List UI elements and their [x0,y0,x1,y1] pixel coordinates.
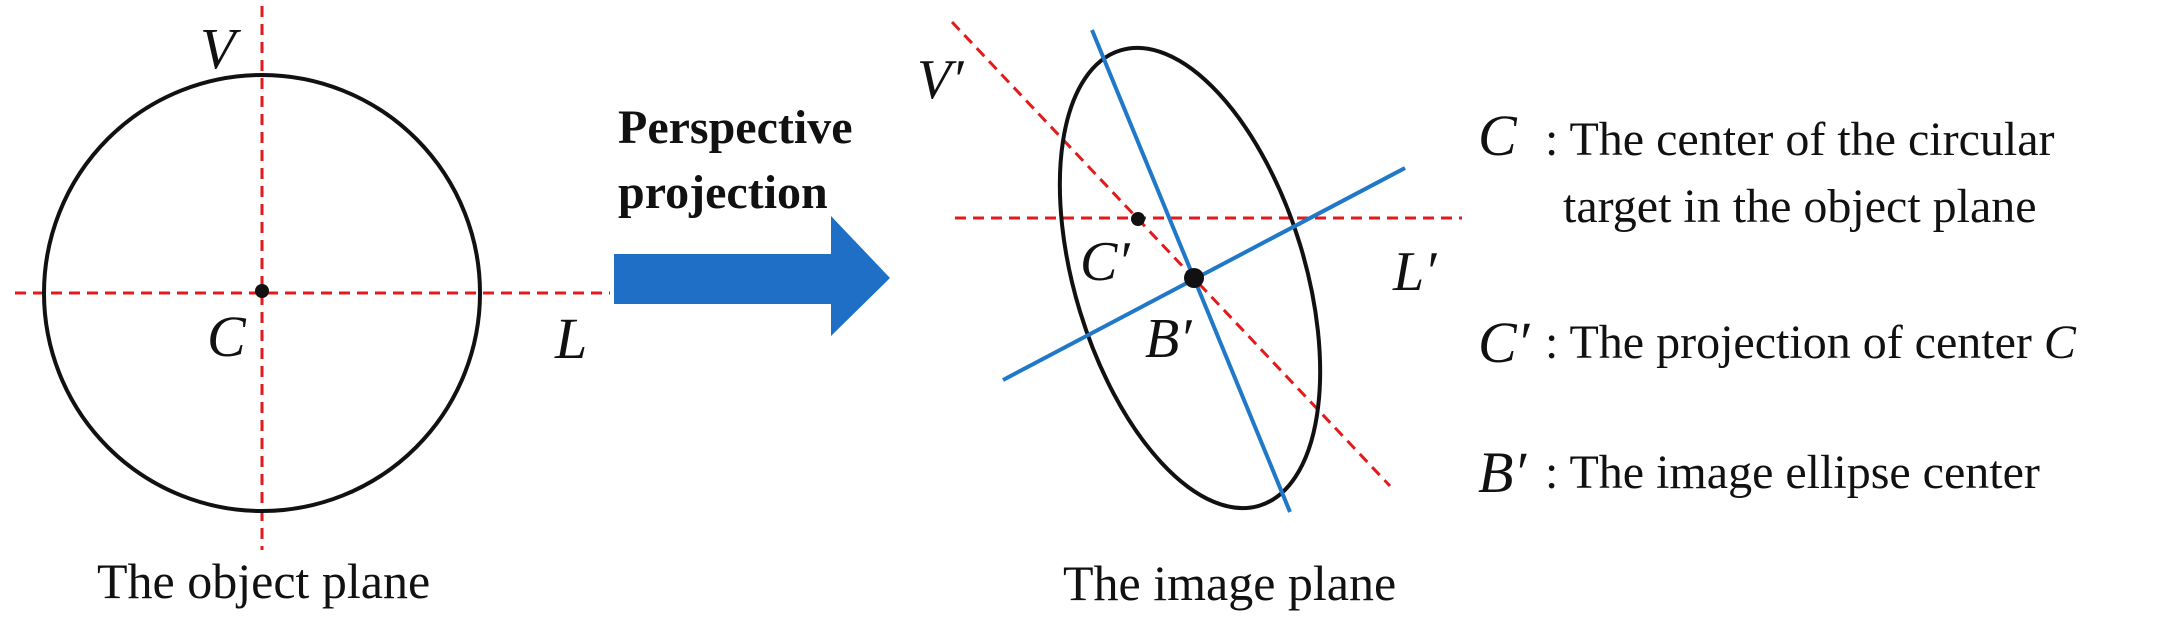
object-vertical-label: V [200,16,242,81]
legend-text-b-prime: : The image ellipse center [1545,446,2040,499]
object-center-label: C [207,304,247,369]
legend-symbol-b-prime: B′ [1478,440,1527,505]
legend-symbol-c: C [1478,103,1518,168]
image-horizontal-label: L′ [1392,241,1437,303]
legend-item-b-prime: B′ : The image ellipse center [1478,440,2040,505]
legend: C : The center of the circular target in… [1478,103,2077,505]
image-ellipse [1057,45,1323,511]
object-plane-panel: V L C The object plane [15,6,610,609]
right-arrow-icon [614,216,890,336]
object-center-dot [255,284,269,298]
legend-item-c-prime: C′ : The projection of center C [1478,310,2077,375]
projected-center-label: C′ [1080,231,1130,293]
projected-center-dot [1131,212,1145,226]
legend-text-c-prime: : The projection of center C [1545,316,2077,369]
transform-label-line2: projection [618,166,828,219]
object-plane-caption: The object plane [97,553,430,609]
image-vertical-label: V′ [917,49,964,111]
legend-text-c-line2: target in the object plane [1563,180,2037,233]
ellipse-center-dot [1184,268,1204,288]
legend-symbol-c-prime: C′ [1478,310,1531,375]
legend-text-c-prime-symbol: C [2044,316,2077,369]
legend-text-c-prime-body: : The projection of center [1545,316,2044,369]
object-horizontal-label: L [554,306,587,371]
projection-transform: Perspective projection [614,101,890,336]
legend-text-c-line1: : The center of the circular [1545,113,2055,166]
legend-item-c: C : The center of the circular target in… [1478,103,2055,233]
ellipse-center-label: B′ [1145,308,1192,370]
transform-label-line1: Perspective [618,101,853,154]
image-plane-panel: V′ L′ C′ B′ The image plane [917,20,1462,611]
object-circle [42,73,482,513]
ellipse-minor-axis [1002,166,1406,382]
image-plane-caption: The image plane [1063,555,1396,611]
image-vertical-axis [950,20,1392,488]
